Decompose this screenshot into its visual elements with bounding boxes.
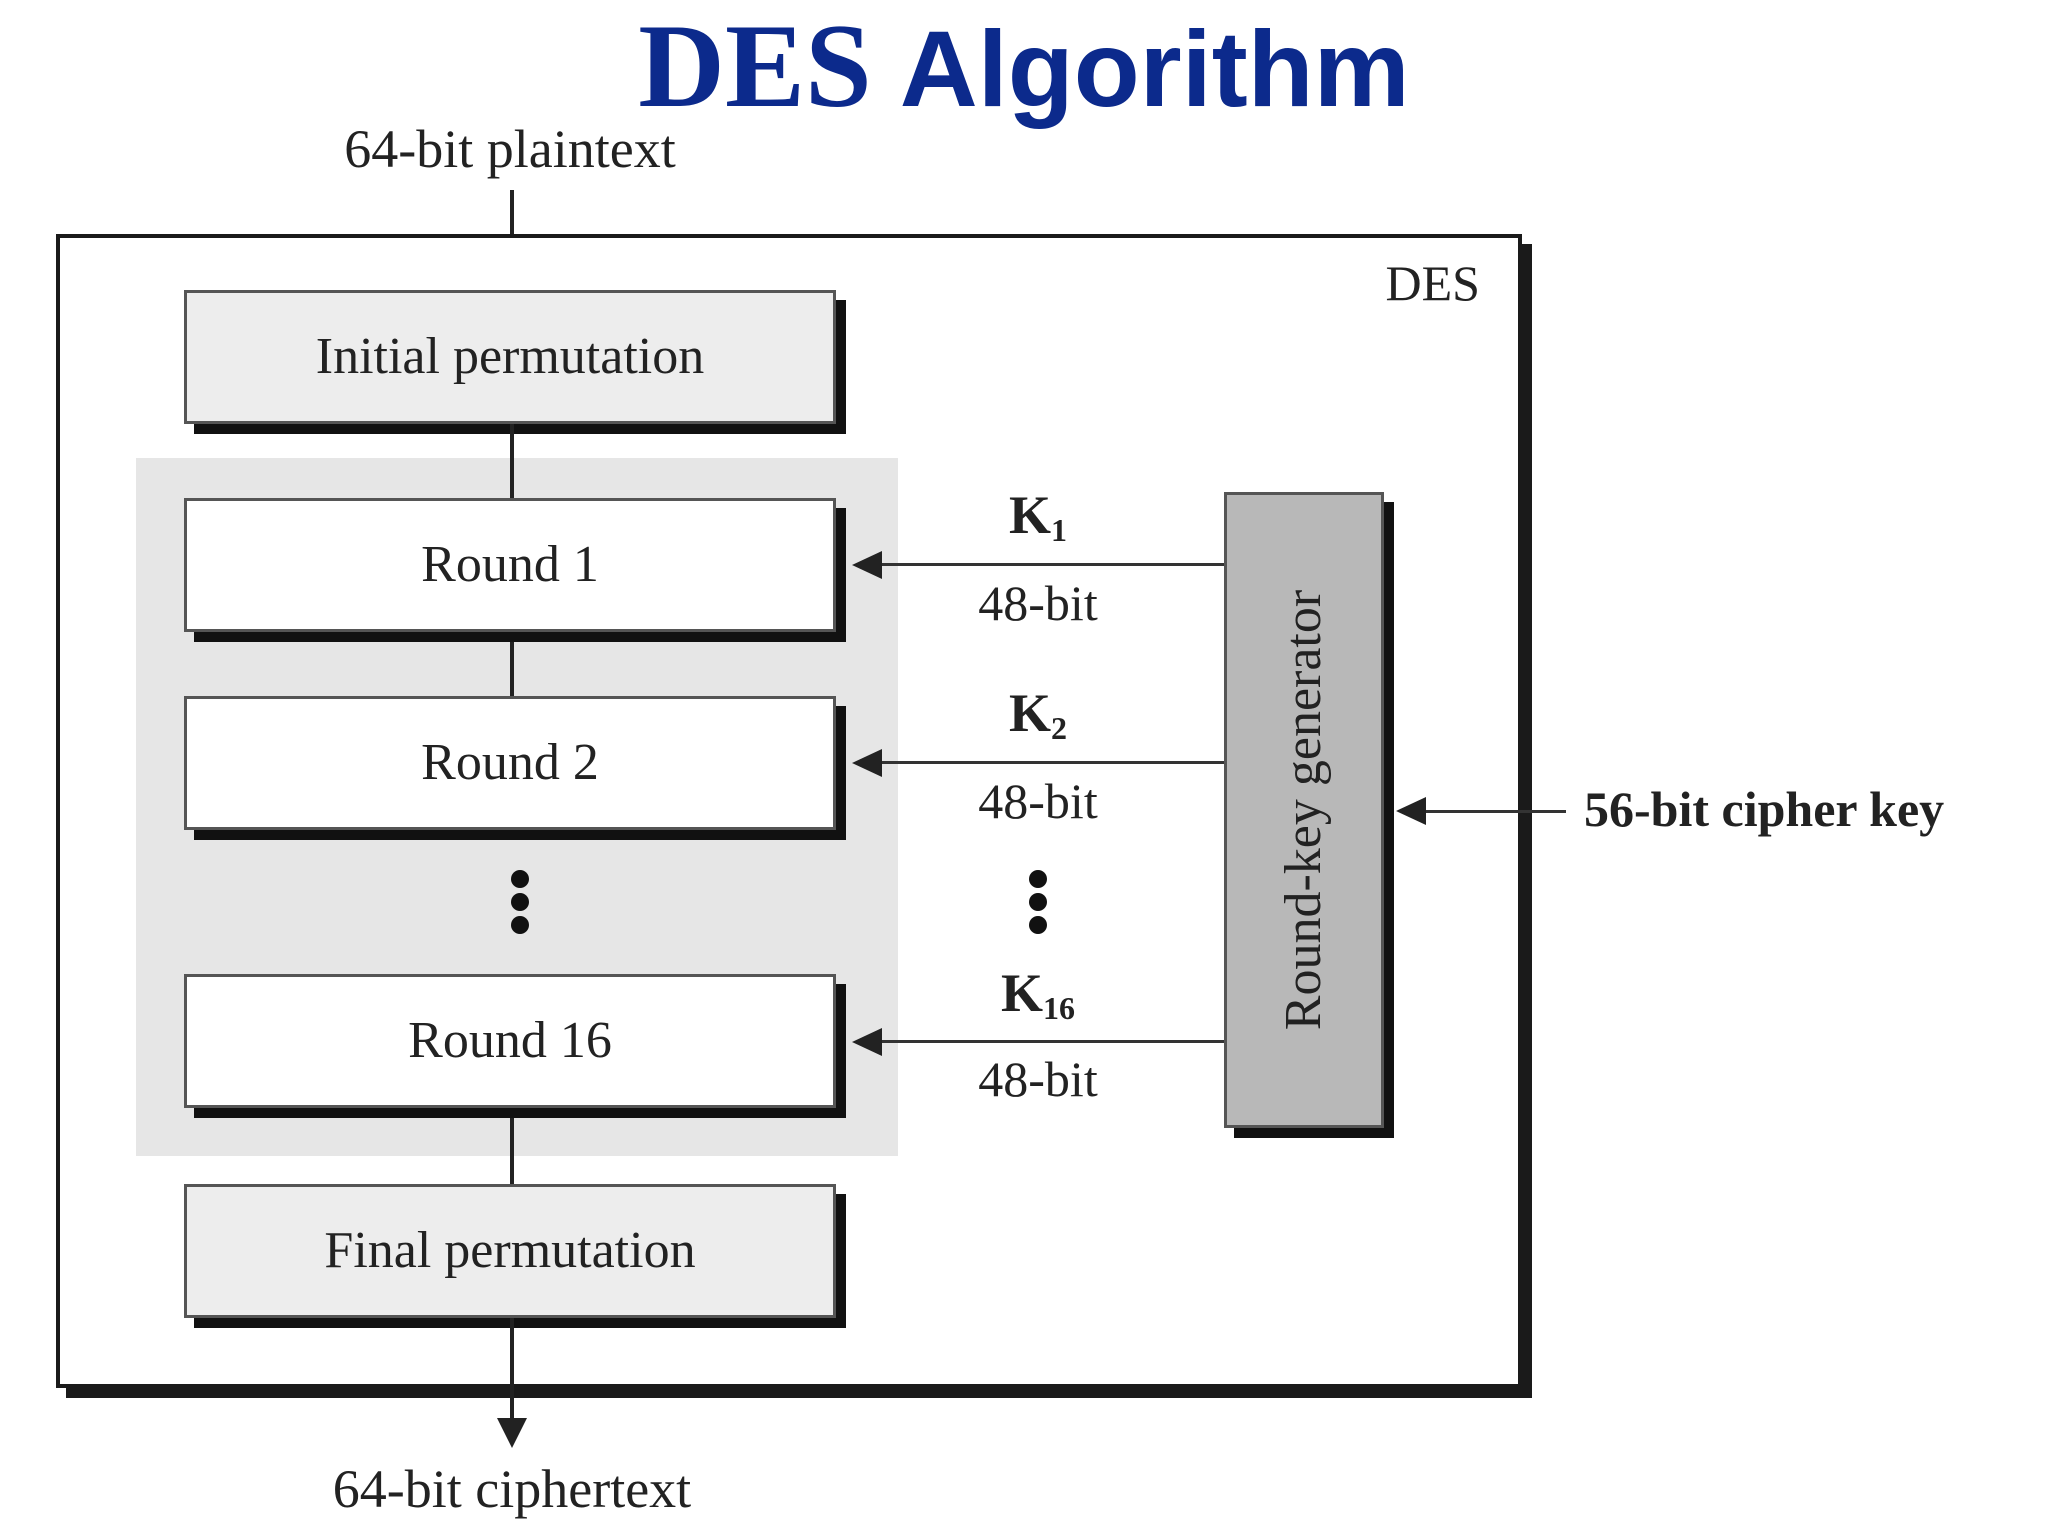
output-arrow-line	[510, 1318, 514, 1420]
keys-ellipsis-dot	[1029, 870, 1047, 888]
key-1-arrow-head	[852, 551, 882, 579]
key-16-arrow-head	[852, 1028, 882, 1056]
rounds-ellipsis-dot	[511, 870, 529, 888]
key-1-name: K1	[1008, 485, 1067, 548]
round-2-label: Round 2	[421, 734, 599, 791]
cipher-key-arrow-head	[1396, 797, 1426, 825]
keys-ellipsis-dot	[1029, 893, 1047, 911]
rounds-ellipsis-dot	[511, 916, 529, 934]
final-permutation-label: Final permutation	[324, 1222, 696, 1279]
final-permutation-box: Final permutation	[184, 1184, 836, 1318]
round-16-label: Round 16	[408, 1012, 612, 1069]
key-16-line	[878, 1040, 1224, 1043]
key-16-bits: 48-bit	[978, 1051, 1098, 1107]
round-2-box: Round 2	[184, 696, 836, 830]
key-16-name: K16	[1000, 963, 1075, 1026]
key-2-bits: 48-bit	[978, 773, 1098, 829]
round-1-box: Round 1	[184, 498, 836, 632]
rounds-ellipsis-dot	[511, 893, 529, 911]
connector-ip-round1	[510, 424, 514, 498]
output-arrow-head	[497, 1418, 527, 1448]
key-2-name: K2	[1008, 683, 1067, 746]
initial-permutation-label: Initial permutation	[315, 328, 705, 385]
key-2-line	[878, 761, 1224, 764]
round-key-generator-label: Round-key generator	[1275, 589, 1332, 1031]
des-container-label: DES	[1385, 255, 1480, 311]
connector-round1-round2	[510, 632, 514, 698]
round-16-box: Round 16	[184, 974, 836, 1108]
title-des: DES	[638, 0, 872, 132]
connector-round16-fp	[510, 1110, 514, 1186]
key-1-bits: 48-bit	[978, 575, 1098, 631]
keys-ellipsis-dot	[1029, 916, 1047, 934]
key-1-line	[878, 563, 1224, 566]
title-algorithm: Algorithm	[899, 8, 1410, 129]
output-label: 64-bit ciphertext	[332, 1459, 692, 1519]
input-label: 64-bit plaintext	[344, 119, 676, 179]
round-1-label: Round 1	[421, 536, 599, 593]
input-arrow-line	[510, 190, 514, 272]
initial-permutation-box: Initial permutation	[184, 290, 836, 424]
key-2-arrow-head	[852, 749, 882, 777]
round-key-generator: Round-key generator	[1224, 492, 1384, 1128]
cipher-key-label: 56-bit cipher key	[1584, 781, 1945, 837]
cipher-key-line	[1422, 810, 1566, 813]
